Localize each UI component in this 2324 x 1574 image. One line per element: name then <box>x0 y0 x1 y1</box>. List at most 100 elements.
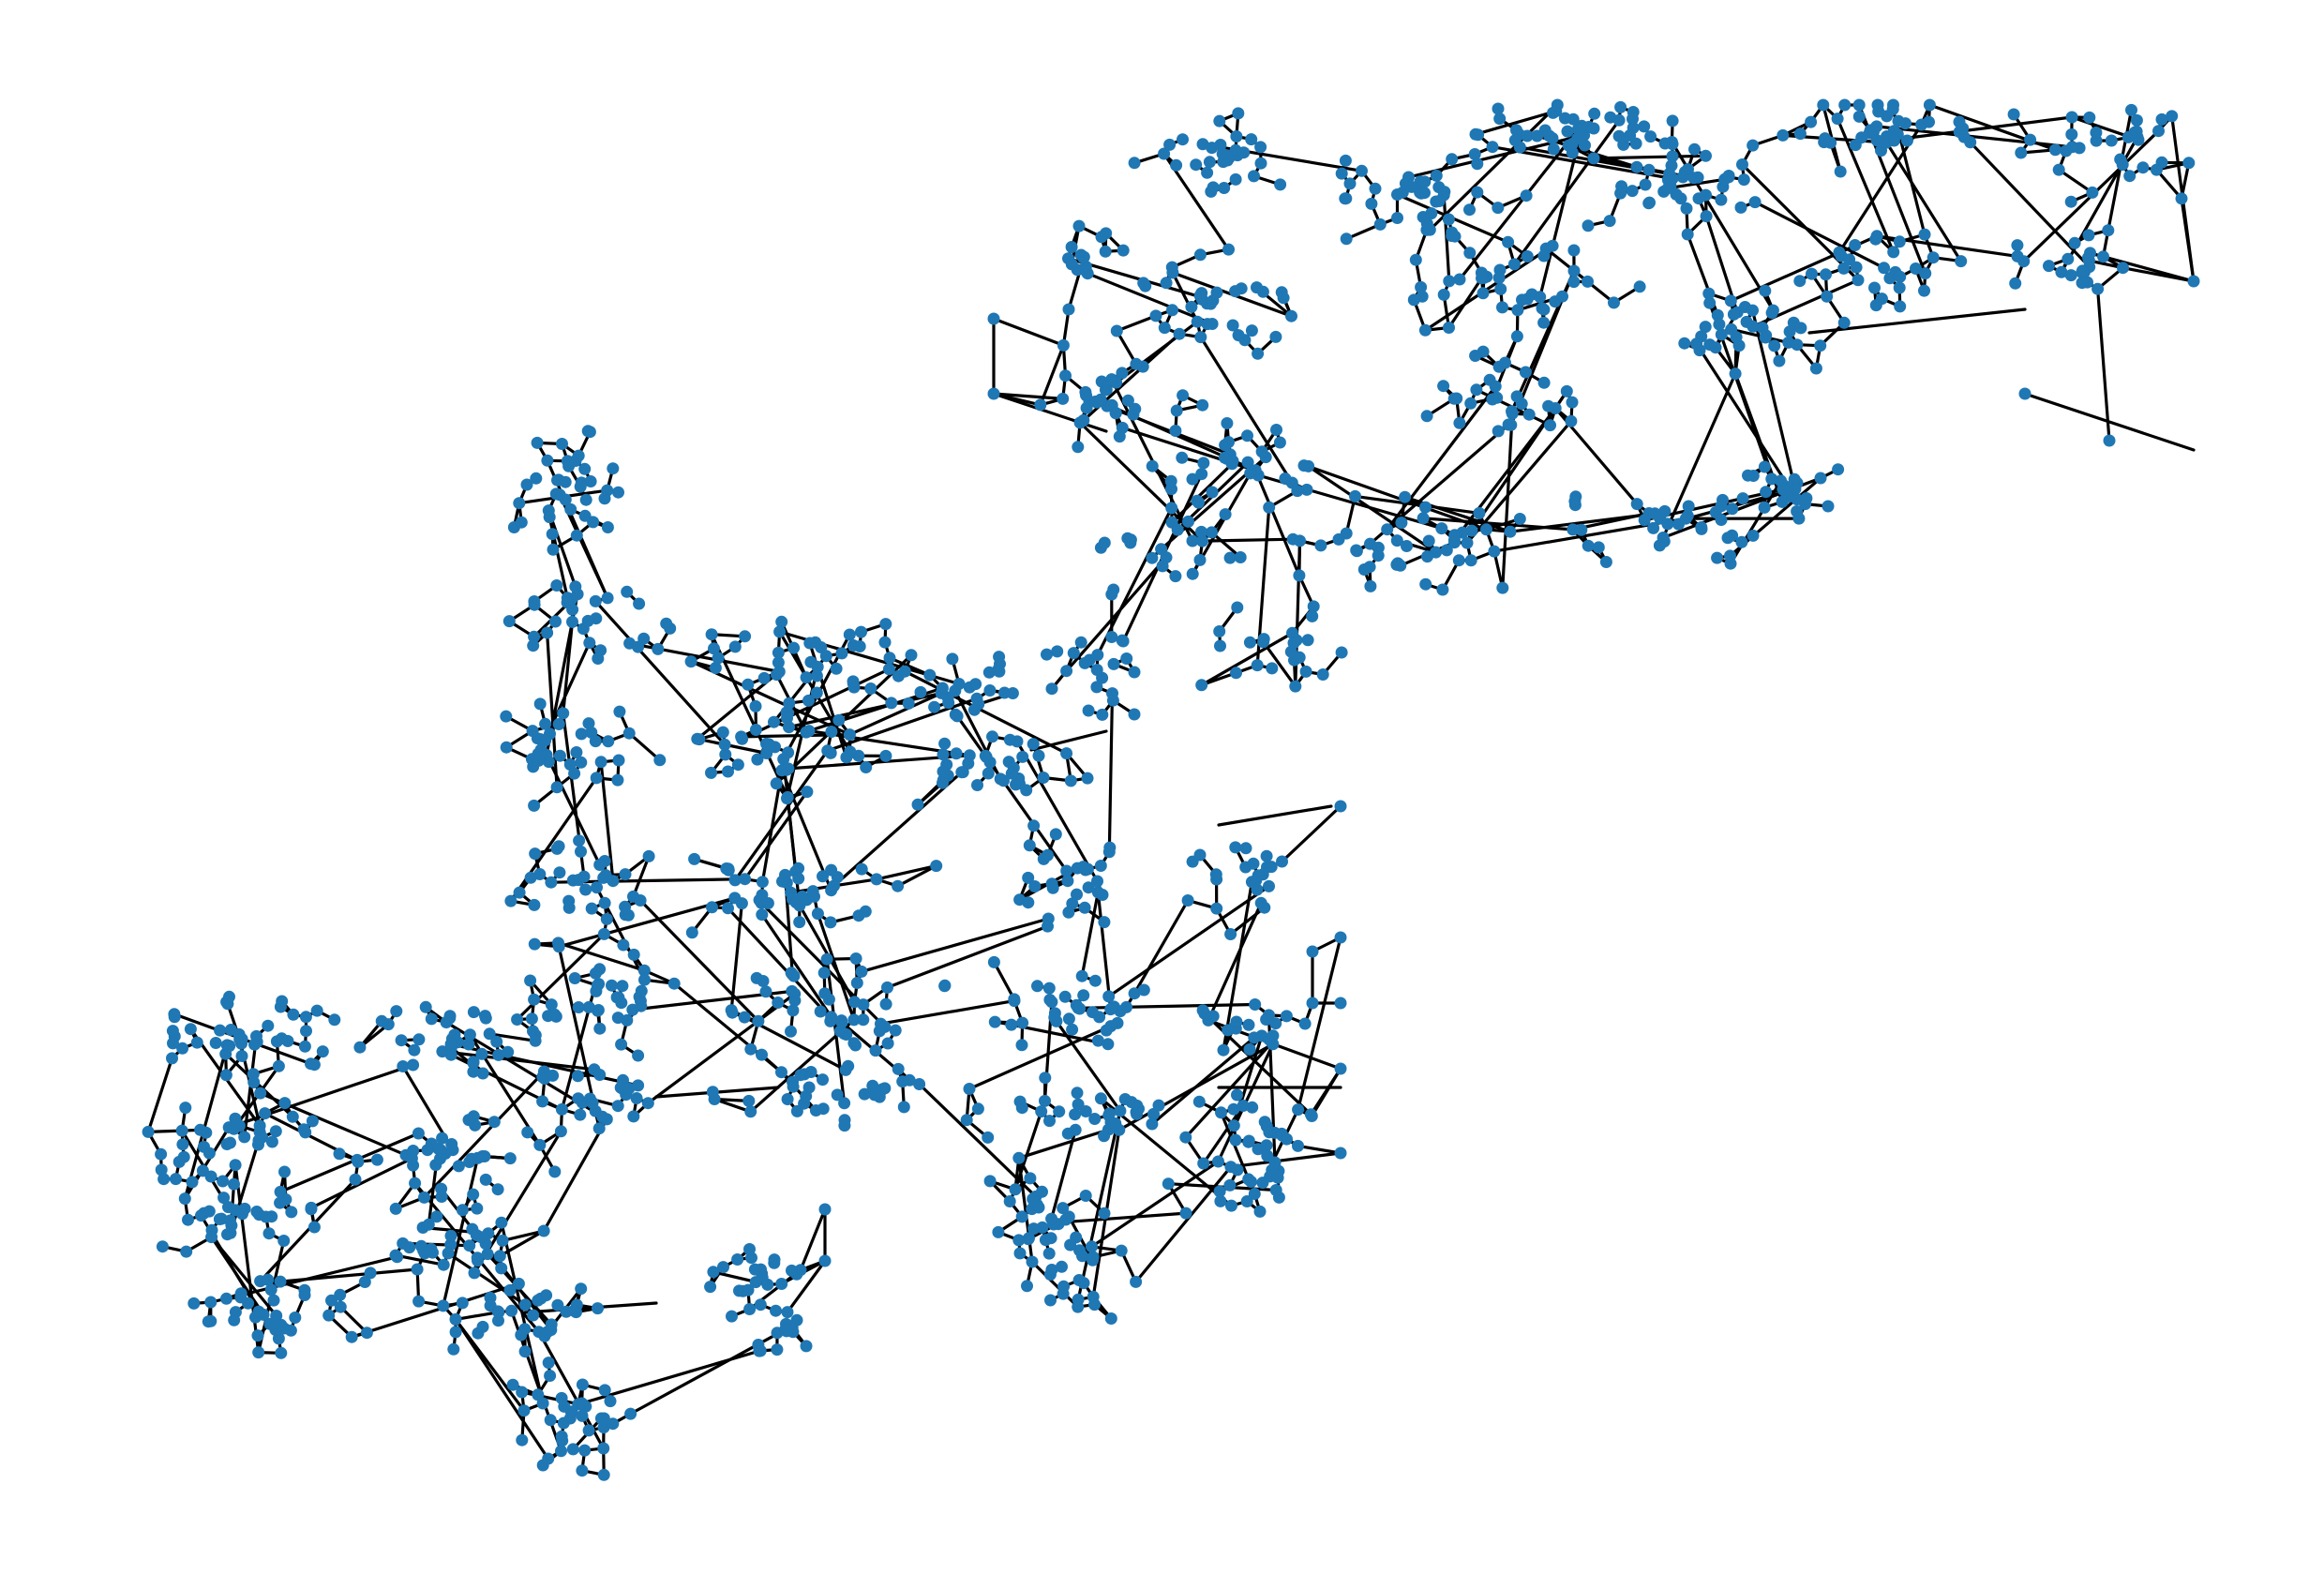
graph-node <box>360 1327 373 1340</box>
graph-node <box>902 697 915 710</box>
graph-node <box>835 1014 848 1027</box>
graph-node <box>768 1256 781 1269</box>
graph-node <box>545 1324 558 1337</box>
graph-node <box>1248 170 1260 183</box>
graph-node <box>1510 330 1523 343</box>
graph-node <box>1964 136 1977 149</box>
graph-node <box>928 700 941 713</box>
graph-node <box>545 998 558 1012</box>
graph-node <box>1098 1207 1111 1220</box>
graph-node <box>1831 112 1844 126</box>
graph-node <box>1461 536 1474 549</box>
graph-node <box>545 876 558 889</box>
graph-node <box>1289 680 1302 693</box>
graph-node <box>1293 569 1306 582</box>
graph-node <box>1104 1003 1117 1016</box>
graph-node <box>547 543 560 556</box>
graph-node <box>1417 512 1430 525</box>
graph-node <box>1193 248 1207 262</box>
graph-node <box>578 509 592 522</box>
graph-node <box>592 1004 605 1016</box>
graph-node <box>622 727 636 740</box>
graph-node <box>1681 228 1694 241</box>
graph-node <box>1630 160 1643 173</box>
graph-node <box>706 1086 719 1099</box>
graph-node <box>903 1073 916 1087</box>
graph-node <box>685 926 698 939</box>
graph-node <box>556 1434 569 1447</box>
graph-node <box>1415 187 1428 200</box>
graph-node <box>1190 158 1203 172</box>
graph-node <box>830 662 843 675</box>
graph-node <box>1044 1294 1057 1307</box>
graph-node <box>364 1267 377 1280</box>
graph-edge <box>500 1221 545 1405</box>
graph-edge <box>593 599 727 746</box>
graph-edge <box>627 731 662 762</box>
graph-edge <box>1222 880 1254 1052</box>
graph-node <box>594 756 607 769</box>
graph-node <box>821 744 834 757</box>
graph-node <box>2187 275 2200 288</box>
graph-node <box>528 630 541 643</box>
graph-node <box>1196 398 1209 412</box>
graph-node <box>847 1013 861 1027</box>
graph-node <box>1773 354 1786 367</box>
graph-node <box>1207 181 1220 194</box>
graph-node <box>1027 1192 1040 1206</box>
graph-node <box>817 1073 829 1087</box>
graph-edge <box>1080 891 1100 978</box>
graph-node <box>1027 819 1041 832</box>
graph-node <box>2097 250 2109 263</box>
graph-node <box>1006 687 1019 699</box>
graph-node <box>632 640 645 653</box>
graph-node <box>259 1107 272 1120</box>
graph-node <box>1013 1247 1027 1260</box>
graph-node <box>555 1102 568 1116</box>
graph-node <box>1171 523 1184 536</box>
graph-node <box>445 1138 458 1150</box>
graph-node <box>1582 120 1596 133</box>
graph-node <box>787 641 801 654</box>
graph-node <box>781 1093 794 1105</box>
graph-node <box>1081 862 1094 876</box>
graph-node <box>419 1000 432 1013</box>
graph-node <box>278 1165 291 1178</box>
graph-node <box>1306 945 1319 958</box>
graph-node <box>1700 210 1713 223</box>
graph-node <box>987 312 1000 325</box>
graph-node <box>1139 279 1152 292</box>
graph-node <box>235 1050 248 1062</box>
graph-node <box>1480 523 1492 536</box>
graph-node <box>2125 103 2137 116</box>
graph-node <box>436 1132 449 1145</box>
graph-node <box>1252 347 1265 360</box>
graph-node <box>251 1329 264 1342</box>
graph-node <box>1121 394 1134 407</box>
graph-node <box>1874 135 1887 148</box>
graph-node <box>559 475 572 488</box>
graph-node <box>706 901 718 914</box>
graph-node <box>1254 141 1267 154</box>
graph-node <box>2102 224 2115 237</box>
graph-node <box>407 1058 420 1072</box>
graph-node <box>483 1027 496 1041</box>
graph-node <box>1250 874 1263 887</box>
graph-node <box>1045 1212 1058 1225</box>
graph-node <box>1005 1018 1018 1031</box>
graph-edge <box>786 1259 827 1314</box>
graph-node <box>538 1072 551 1085</box>
graph-edge <box>2057 168 2094 194</box>
graph-node <box>1280 1010 1293 1023</box>
graph-node <box>178 1192 191 1206</box>
graph-node <box>1226 319 1239 332</box>
graph-node <box>785 1025 797 1038</box>
graph-node <box>773 625 787 638</box>
graph-edge <box>888 656 932 677</box>
graph-node <box>819 650 832 663</box>
graph-node <box>1567 276 1581 289</box>
graph-node <box>1334 931 1347 944</box>
graph-node <box>1181 894 1194 907</box>
graph-node <box>2166 110 2179 123</box>
graph-node <box>1679 512 1692 525</box>
